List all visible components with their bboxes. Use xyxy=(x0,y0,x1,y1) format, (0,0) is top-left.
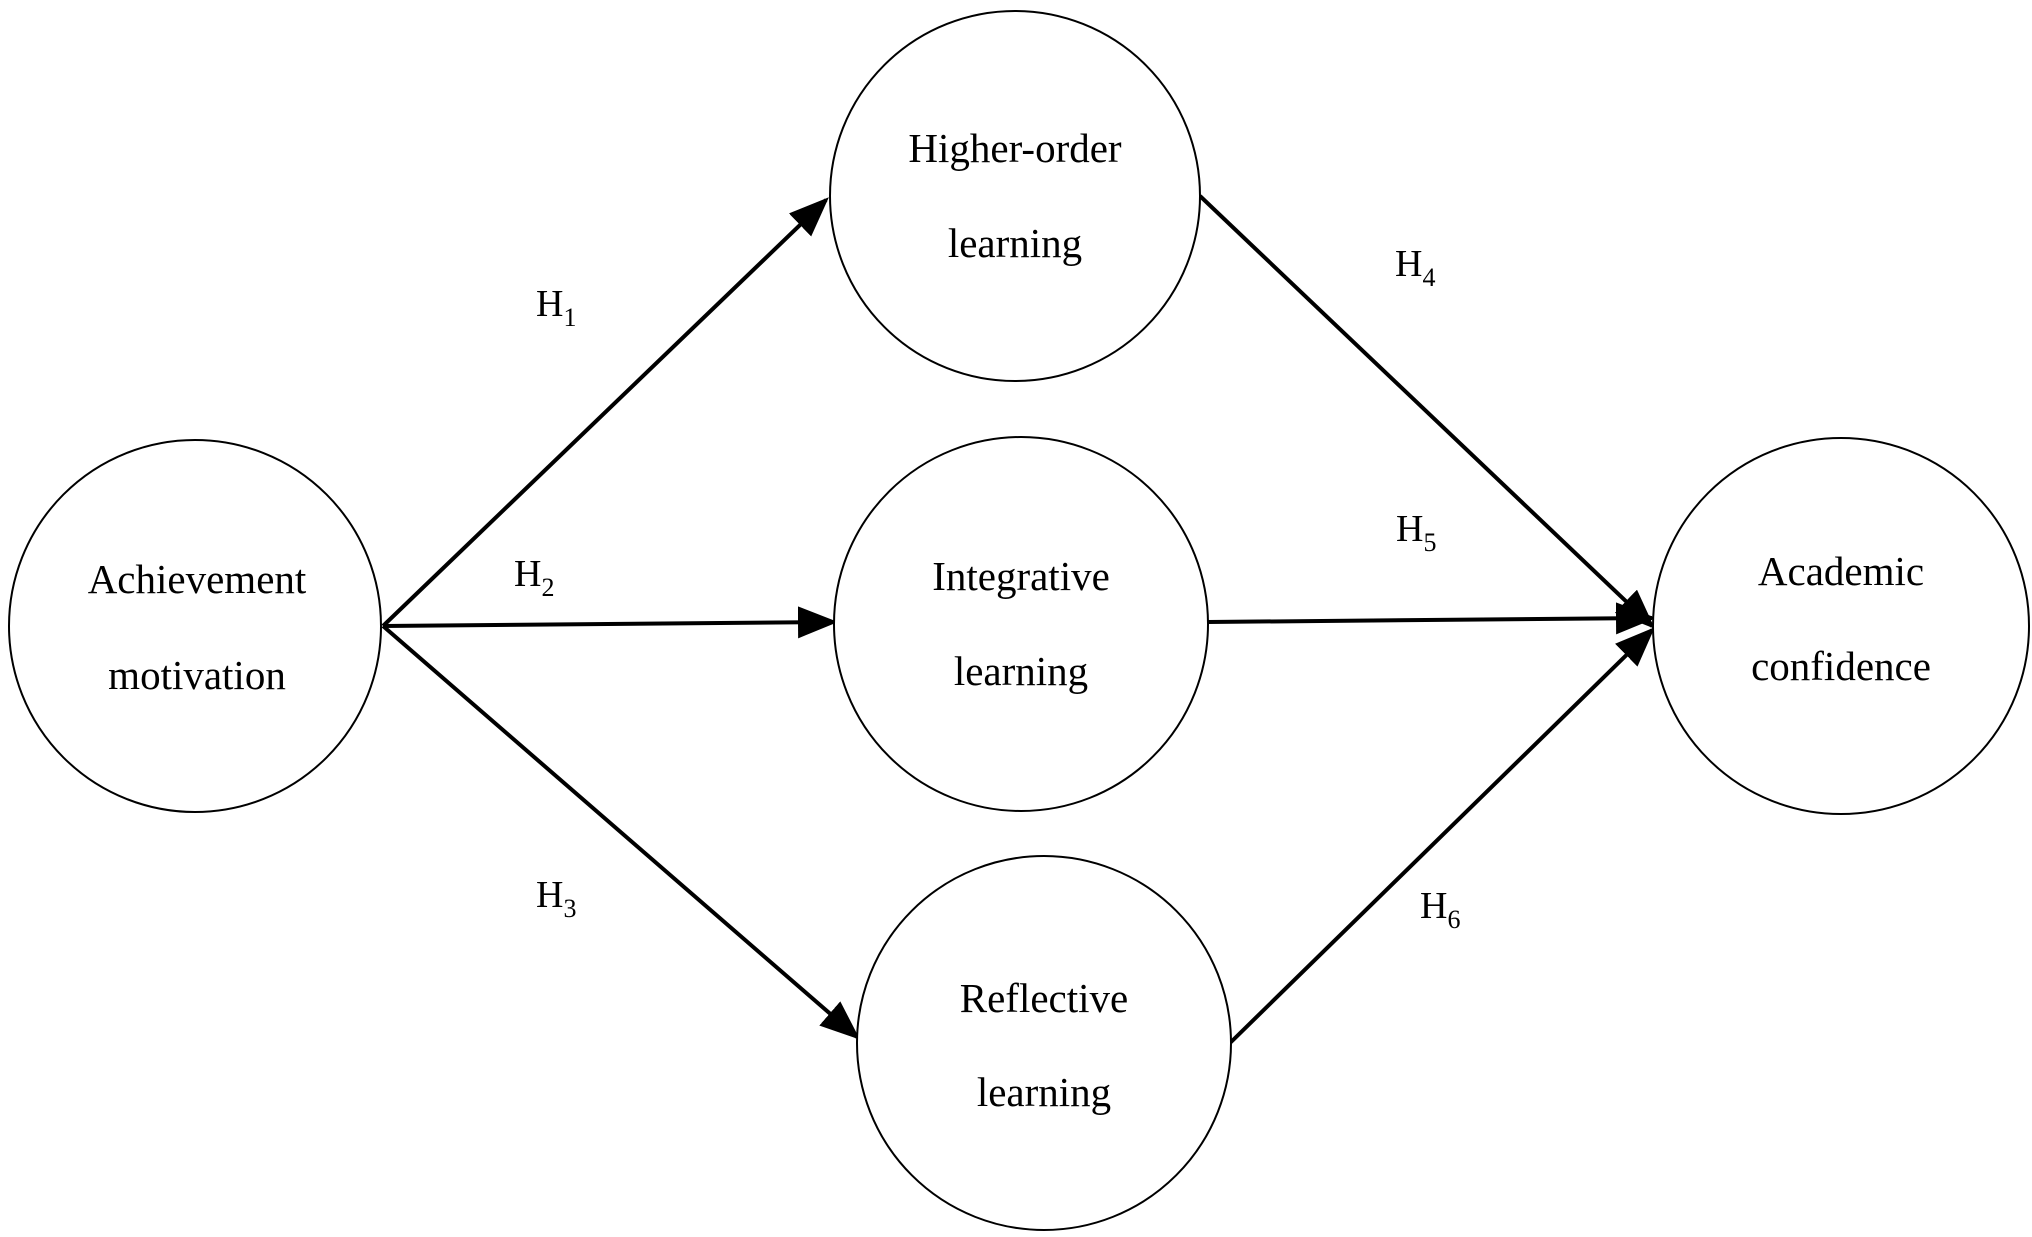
hypothesis-label-h3: H3 xyxy=(536,874,576,923)
h1-subscript: 1 xyxy=(563,303,576,332)
integrative-label-line2: learning xyxy=(954,648,1088,694)
node-academic-confidence: Academic confidence xyxy=(1652,437,2030,815)
h1-letter: H xyxy=(536,283,563,325)
h5-letter: H xyxy=(1396,508,1423,550)
node-achievement-motivation: Achievement motivation xyxy=(8,439,382,813)
node-integrative-learning: Integrative learning xyxy=(833,436,1209,812)
h2-letter: H xyxy=(514,553,541,595)
h6-letter: H xyxy=(1420,885,1447,927)
edge-h5 xyxy=(1207,602,1656,635)
hypothesis-label-h6: H6 xyxy=(1420,885,1460,934)
integrative-circle xyxy=(833,436,1209,812)
achievement-label-line2: motivation xyxy=(108,652,286,698)
h3-subscript: 3 xyxy=(563,894,576,923)
h5-subscript: 5 xyxy=(1423,528,1436,557)
node-reflective-learning: Reflective learning xyxy=(856,855,1232,1231)
h6-subscript: 6 xyxy=(1447,905,1460,934)
edges xyxy=(381,194,1656,1045)
reflective-label-line2: learning xyxy=(977,1069,1111,1115)
higher-order-label-line1: Higher-order xyxy=(908,125,1122,171)
edge-h2 xyxy=(382,606,838,639)
edge-h1 xyxy=(381,197,829,628)
edge-h6 xyxy=(1228,627,1655,1045)
h2-subscript: 2 xyxy=(541,573,554,602)
node-higher-order-learning: Higher-order learning xyxy=(829,10,1201,382)
edge-h3 xyxy=(381,624,861,1040)
academic-label-line1: Academic xyxy=(1758,548,1924,594)
hypothesis-label-h4: H4 xyxy=(1395,243,1435,292)
hypothesis-label-h5: H5 xyxy=(1396,508,1436,557)
edge-h4 xyxy=(1198,194,1655,629)
h4-subscript: 4 xyxy=(1422,263,1435,292)
academic-circle xyxy=(1652,437,2030,815)
achievement-label-line1: Achievement xyxy=(88,556,307,602)
reflective-label-line1: Reflective xyxy=(960,975,1128,1021)
h4-letter: H xyxy=(1395,243,1422,285)
hypothesis-label-h1: H1 xyxy=(536,283,576,332)
reflective-circle xyxy=(856,855,1232,1231)
h3-letter: H xyxy=(536,874,563,916)
academic-label-line2: confidence xyxy=(1751,643,1931,689)
higher-order-label-line2: learning xyxy=(948,220,1082,266)
achievement-circle xyxy=(8,439,382,813)
integrative-label-line1: Integrative xyxy=(932,553,1110,599)
higher-order-circle xyxy=(829,10,1201,382)
hypothesis-label-h2: H2 xyxy=(514,553,554,602)
